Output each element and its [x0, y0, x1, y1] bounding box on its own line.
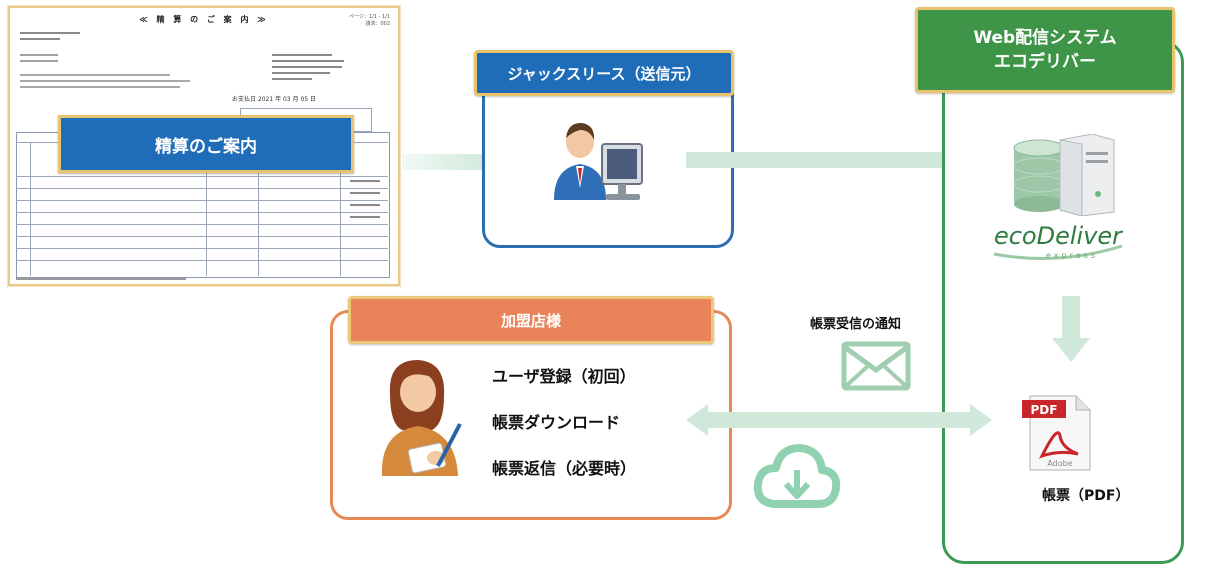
flow-arrow-sender-to-system	[686, 152, 968, 168]
notification-label: 帳票受信の通知	[810, 317, 902, 332]
table-line	[258, 142, 259, 276]
shop-action-list: ユーザ登録（初回） 帳票ダウンロード 帳票返信（必要時）	[492, 354, 636, 492]
flow-arrow-system-to-pdf	[1062, 296, 1080, 340]
doc-text-blur	[272, 72, 330, 74]
pdf-icon-brand: Adobe	[1047, 459, 1072, 468]
member-store-person-icon	[381, 360, 462, 476]
table-line	[16, 236, 388, 237]
doc-text-blur	[20, 32, 80, 34]
doc-text-blur	[272, 54, 332, 56]
flow-arrow-shop-system	[706, 412, 972, 428]
doc-text-blur	[20, 74, 170, 76]
shop-action-download: 帳票ダウンロード	[492, 413, 621, 432]
table-line	[16, 200, 388, 201]
cloud-download-icon	[753, 444, 841, 508]
document-title: ≪ 精 算 の ご 案 内 ≫	[139, 15, 269, 24]
table-line	[16, 176, 388, 177]
table-line	[16, 260, 388, 261]
table-line	[16, 248, 388, 249]
doc-text-blur	[272, 78, 312, 80]
pdf-file-icon: PDF Adobe	[1022, 395, 1091, 471]
doc-text-blur	[350, 192, 380, 194]
pdf-label: 帳票（PDF）	[1042, 488, 1130, 504]
shop-action-user-registration: ユーザ登録（初回）	[492, 367, 636, 386]
table-line	[16, 188, 388, 189]
flow-arrowhead-right	[970, 404, 992, 436]
document-page-info: ページ：1/1 - 1/1 請求：002	[349, 14, 390, 27]
doc-text-blur	[20, 80, 190, 82]
doc-text-blur	[20, 54, 58, 56]
shop-action-reply: 帳票返信（必要時）	[492, 459, 637, 478]
system-header-line1: Web配信システム	[973, 28, 1117, 48]
flow-arrowhead	[1052, 338, 1090, 362]
doc-text-blur	[350, 204, 380, 206]
pdf-icon-text: PDF	[1031, 403, 1058, 417]
table-line	[16, 224, 388, 225]
document-date: お支払日 2021 年 03 月 05 日	[232, 96, 316, 103]
flow-arrowhead-left	[686, 404, 708, 436]
doc-text-blur	[272, 60, 344, 62]
table-line	[30, 142, 31, 276]
doc-text-blur	[20, 86, 180, 88]
ecodeliver-logo: ecoDeliver express	[993, 222, 1124, 260]
logo-sub-text: express	[1046, 251, 1098, 260]
envelope-icon	[841, 341, 911, 391]
doc-text-blur	[350, 216, 380, 218]
server-database-icon	[1013, 134, 1115, 216]
sender-header: ジャックスリース（送信元）	[474, 50, 734, 96]
table-line	[206, 142, 207, 276]
settlement-notice-badge: 精算のご案内	[58, 115, 354, 173]
operator-at-computer-icon	[554, 122, 643, 200]
logo-main-text: ecoDeliver	[994, 222, 1124, 250]
doc-text-blur	[16, 278, 186, 280]
doc-text-blur	[20, 38, 60, 40]
doc-text-blur	[20, 60, 58, 62]
system-header-line2: エコデリバー	[994, 52, 1096, 72]
shop-header: 加盟店様	[348, 296, 714, 344]
flow-arrow-doc-to-sender	[402, 154, 490, 170]
system-header: Web配信システム エコデリバー	[915, 7, 1175, 93]
table-line	[16, 212, 388, 213]
doc-text-blur	[350, 180, 380, 182]
doc-text-blur	[272, 66, 342, 68]
table-line	[340, 142, 341, 276]
